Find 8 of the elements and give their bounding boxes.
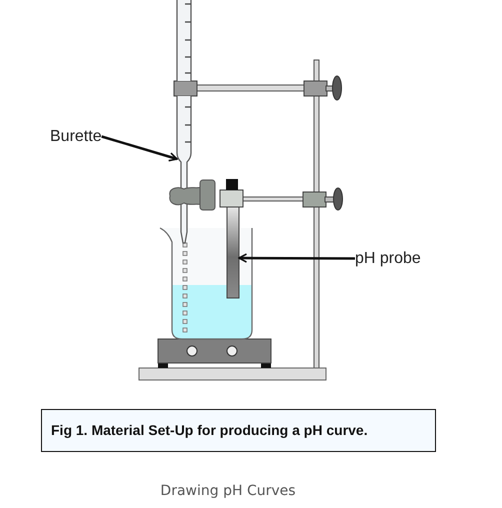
figure-caption: Fig 1. Material Set-Up for producing a pH curve. (41, 409, 436, 452)
part-label: pH probe (355, 249, 421, 268)
leader-arrow (101, 135, 178, 162)
burette (169, 0, 216, 244)
part-label: Burette (50, 127, 102, 146)
ph-probe (226, 179, 240, 298)
subtitle-text: Drawing pH Curves (160, 483, 296, 499)
leader-arrow (238, 253, 355, 263)
